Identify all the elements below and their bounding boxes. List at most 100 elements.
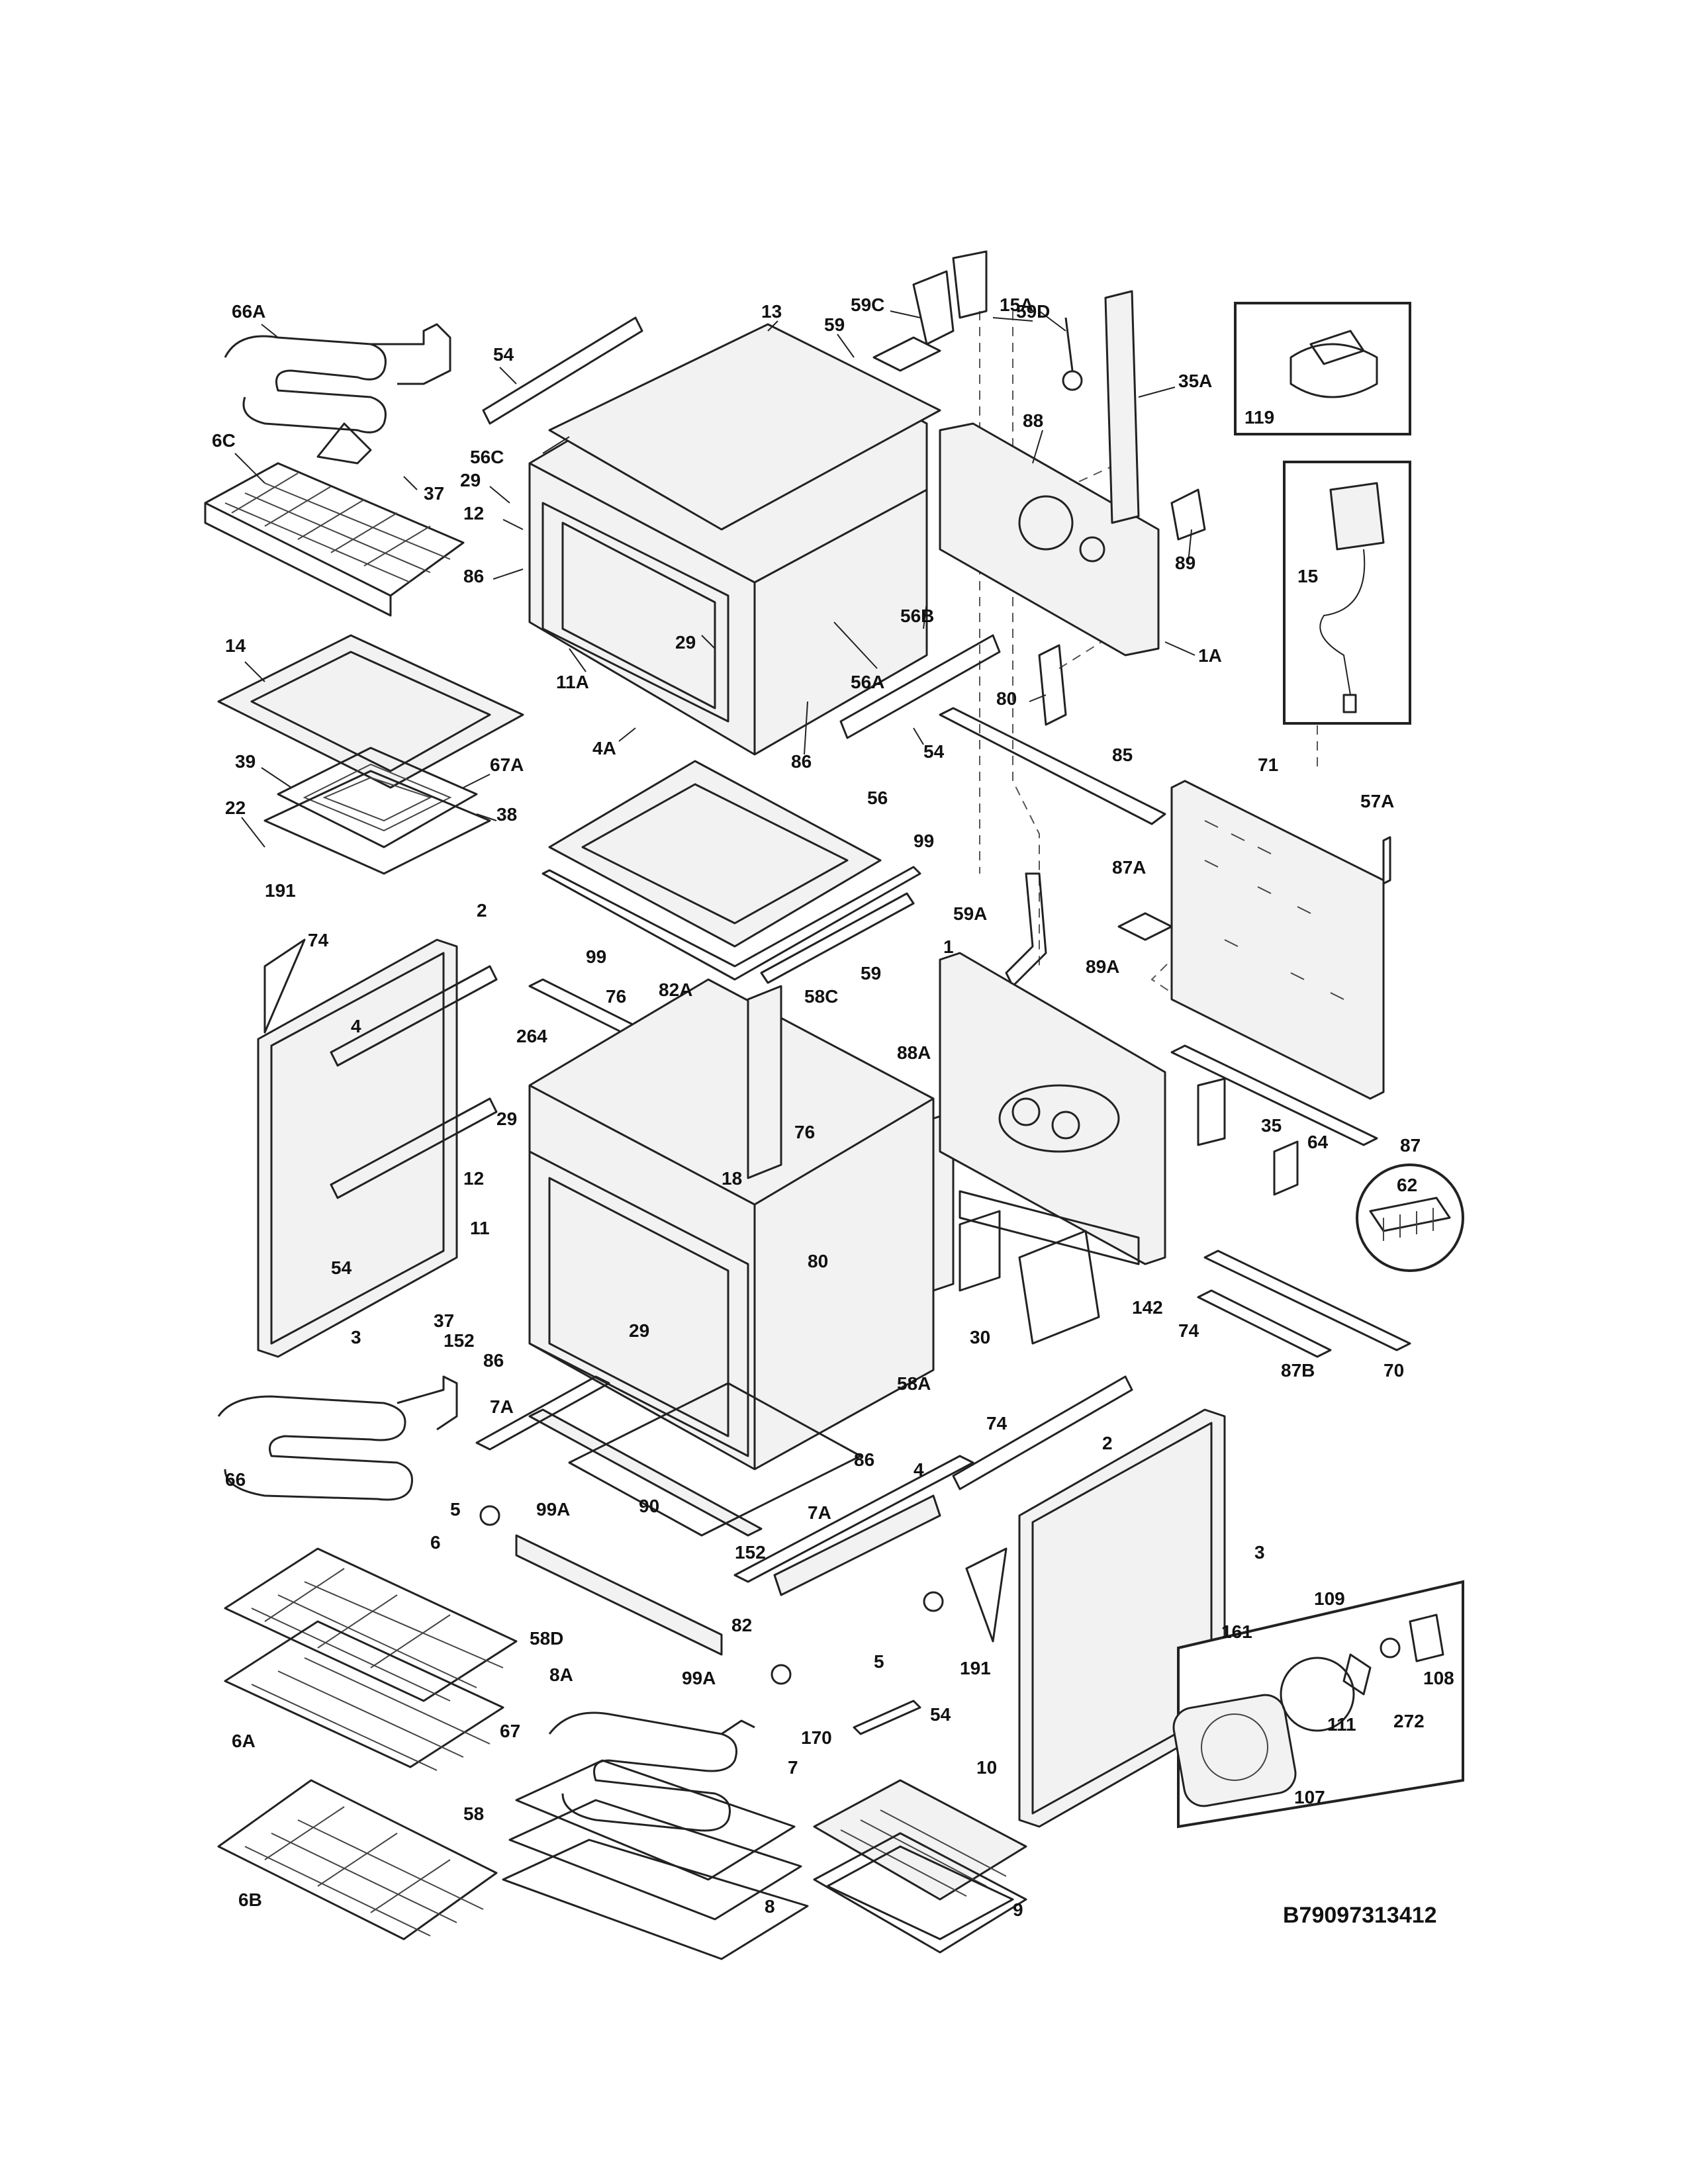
brace-4-right[interactable]	[952, 1375, 1133, 1490]
callout-3b: 3	[1254, 1542, 1265, 1563]
callout-86b: 86	[791, 751, 812, 772]
back-panel-1[interactable]	[939, 952, 1166, 1265]
callout-54b: 54	[923, 741, 945, 762]
callout-87A: 87A	[1112, 857, 1146, 878]
callout-170: 170	[801, 1727, 832, 1748]
insulation-58C[interactable]	[747, 985, 782, 1179]
oven-rack-6[interactable]	[224, 1547, 518, 1702]
callout-2: 2	[477, 900, 487, 921]
sensor-15A[interactable]	[1062, 317, 1083, 391]
callout-58D: 58D	[530, 1628, 563, 1649]
callout-76: 76	[606, 986, 626, 1007]
channel-35A[interactable]	[1104, 290, 1140, 524]
callout-57A: 57A	[1360, 791, 1394, 811]
window-frame-56[interactable]	[548, 760, 882, 948]
callout-7: 7	[788, 1757, 798, 1778]
callout-6A: 6A	[232, 1731, 256, 1751]
oven-rack-6A[interactable]	[224, 1620, 504, 1771]
callout-29b: 29	[675, 632, 696, 653]
callout-58C: 58C	[804, 986, 838, 1007]
lower-frame-82[interactable]	[475, 1375, 974, 1656]
bracket-85[interactable]	[939, 707, 1166, 825]
callout-12b: 12	[463, 1168, 484, 1189]
broil-element-66A[interactable]	[224, 323, 451, 465]
callout-2b: 2	[1102, 1433, 1113, 1453]
callout-58A: 58A	[897, 1373, 931, 1394]
callout-14: 14	[225, 635, 246, 656]
switch-89[interactable]	[1170, 488, 1206, 541]
callout-152: 152	[444, 1330, 475, 1351]
bake-element-66[interactable]	[217, 1375, 458, 1501]
callout-35A: 35A	[1178, 371, 1212, 391]
bracket-87-set[interactable]	[1170, 1044, 1411, 1358]
callout-89A: 89A	[1086, 956, 1119, 977]
callout-86: 86	[463, 566, 484, 586]
bracket-80-upper[interactable]	[1038, 644, 1067, 726]
callout-56B: 56B	[900, 606, 934, 626]
callout-109: 109	[1314, 1588, 1345, 1609]
bake-element-shield-7[interactable]	[502, 1759, 809, 1960]
bracket-87A[interactable]	[1117, 912, 1173, 941]
back-panel-88[interactable]	[939, 422, 1160, 657]
callout-99Ab: 99A	[682, 1668, 716, 1688]
lower-oven-cavity[interactable]	[528, 978, 935, 1471]
oven-rack-6B[interactable]	[217, 1779, 498, 1940]
connector-62[interactable]	[1356, 1163, 1464, 1272]
callout-87: 87	[1400, 1135, 1421, 1156]
callout-5: 5	[450, 1499, 461, 1520]
callout-70: 70	[1383, 1360, 1404, 1381]
callout-54d: 54	[930, 1704, 951, 1725]
top-wrap-13[interactable]	[548, 323, 941, 531]
callout-152b: 152	[735, 1542, 766, 1563]
callout-15: 15	[1297, 566, 1318, 586]
board-64[interactable]	[1273, 1140, 1299, 1196]
callout-67A: 67A	[490, 754, 524, 775]
callout-107: 107	[1294, 1787, 1325, 1807]
callout-18: 18	[722, 1168, 742, 1189]
callout-89: 89	[1175, 553, 1196, 573]
bracket-170[interactable]	[853, 1700, 921, 1735]
broiler-pan-10[interactable]	[813, 1779, 1027, 1901]
callout-8A: 8A	[549, 1664, 573, 1685]
callout-37: 37	[424, 483, 444, 504]
rail-99[interactable]	[760, 892, 915, 984]
callout-62: 62	[1397, 1175, 1417, 1195]
panel-57A[interactable]	[1382, 836, 1391, 885]
callout-4A: 4A	[592, 738, 616, 758]
rear-panel-71[interactable]	[1170, 780, 1385, 1100]
leveling-legs-5[interactable]	[479, 1505, 944, 1685]
hidden-bake-element-67A[interactable]	[263, 747, 491, 875]
brace-4-left[interactable]	[330, 965, 498, 1199]
side-panel-left-3[interactable]	[257, 938, 458, 1358]
callout-80b: 80	[808, 1251, 828, 1271]
frame-82A[interactable]	[541, 866, 921, 981]
callout-7Ab: 7A	[808, 1502, 831, 1523]
callout-87B: 87B	[1281, 1360, 1315, 1381]
callout-10: 10	[976, 1757, 997, 1778]
callout-29: 29	[460, 470, 481, 490]
vent-duct-59[interactable]	[872, 250, 988, 372]
callout-7A: 7A	[490, 1396, 514, 1417]
callout-191: 191	[265, 880, 296, 901]
oven-rack-6C[interactable]	[204, 462, 465, 617]
callout-142: 142	[1132, 1297, 1163, 1318]
callout-161: 161	[1221, 1621, 1252, 1642]
callout-6: 6	[430, 1532, 441, 1553]
broiler-pan-9[interactable]	[813, 1832, 1027, 1954]
callout-labels: 66A 6C 37 29 12 86 54 56C 13 59 59C 59D …	[212, 295, 1454, 1920]
window-frame-14[interactable]	[217, 634, 524, 789]
inset-box-15	[1283, 461, 1411, 725]
callout-15A: 15A	[1000, 295, 1033, 315]
bracket-35[interactable]	[1197, 1077, 1226, 1146]
callout-86d: 86	[854, 1449, 874, 1470]
rail-54-upper[interactable]	[482, 316, 1001, 739]
brace-191-left[interactable]	[263, 938, 306, 1034]
callout-13: 13	[761, 301, 782, 322]
callout-37b: 37	[434, 1310, 454, 1331]
vent-panels-30[interactable]	[959, 1190, 1140, 1345]
brace-191-right[interactable]	[965, 1547, 1008, 1643]
callout-88: 88	[1023, 410, 1043, 431]
callout-99b: 99	[586, 946, 606, 967]
callout-111: 111	[1327, 1714, 1356, 1735]
